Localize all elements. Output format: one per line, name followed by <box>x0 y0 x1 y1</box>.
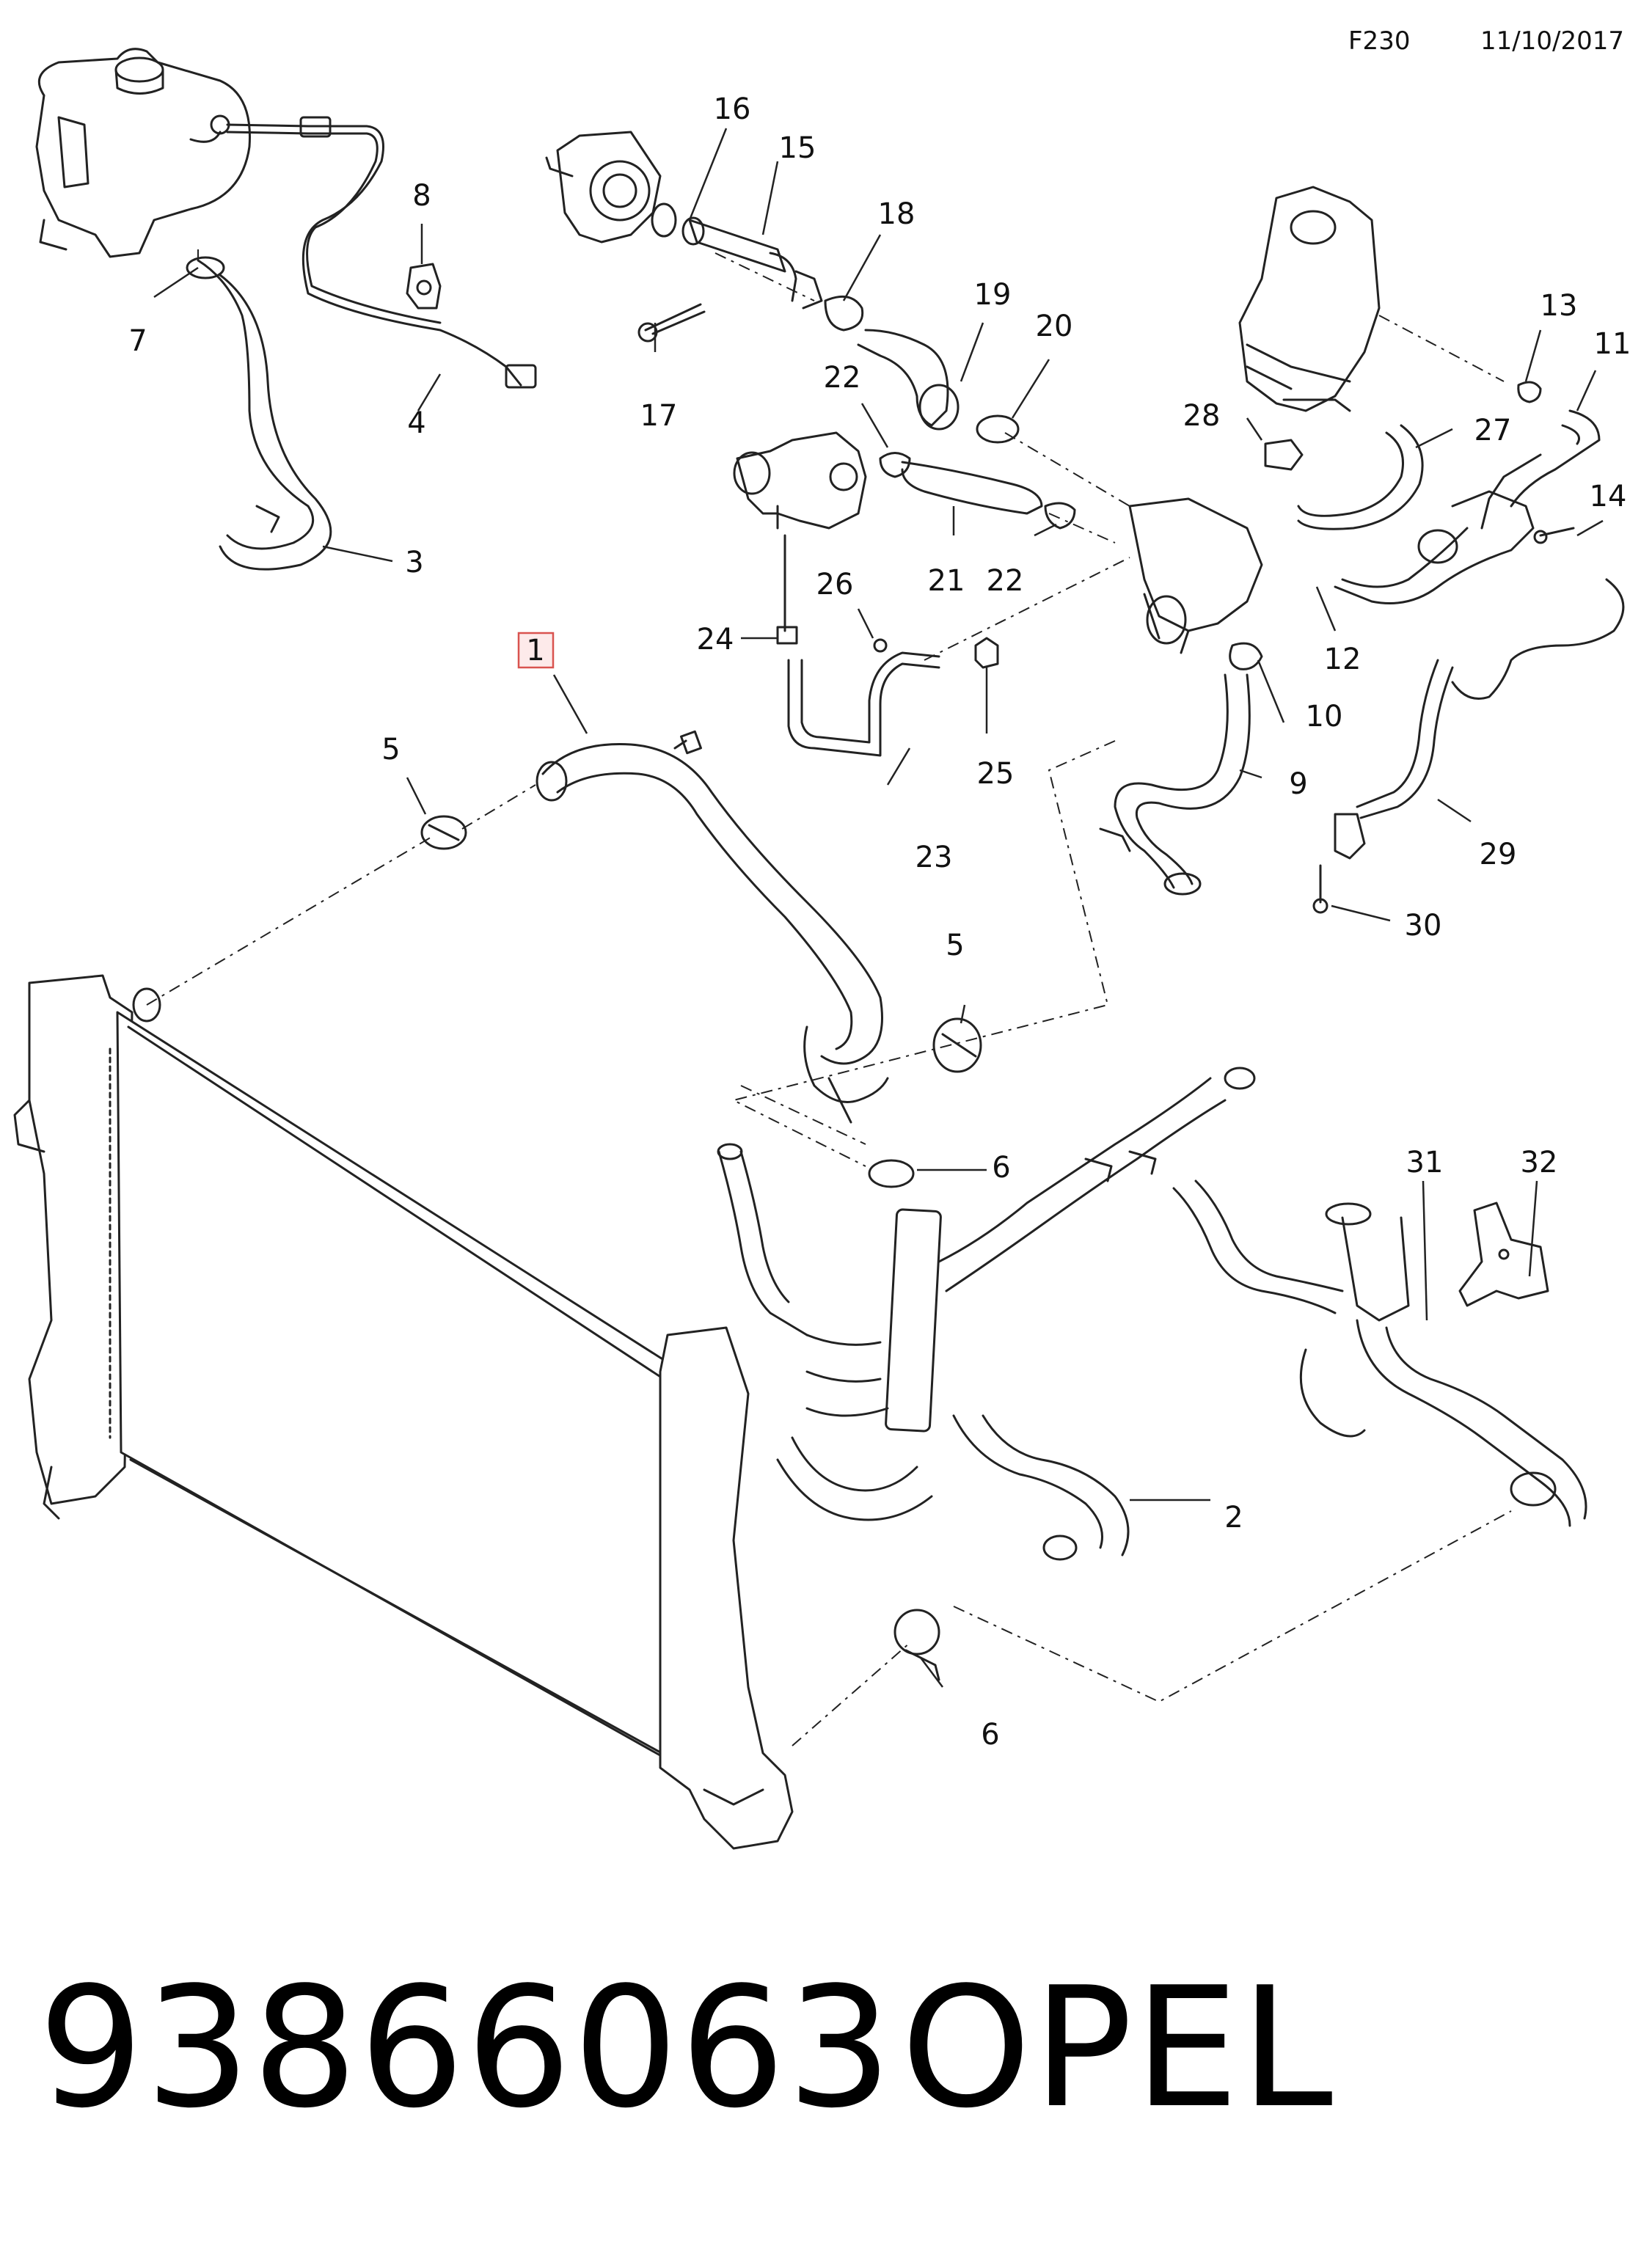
callout-17: 17 <box>640 399 678 433</box>
callout-5-lower: 5 <box>946 929 964 962</box>
clip-25 <box>974 637 999 669</box>
callout-25: 25 <box>977 757 1015 791</box>
clamp-5-upper-band <box>428 824 460 841</box>
bracket-32 <box>1458 1201 1549 1307</box>
hose-1 <box>536 730 889 1124</box>
callout-10: 10 <box>1306 700 1343 734</box>
callout-20: 20 <box>1036 310 1073 343</box>
hose-3 <box>186 256 332 571</box>
callout-6-lower: 6 <box>981 1718 999 1752</box>
callout-31: 31 <box>1406 1146 1444 1179</box>
coolant-expansion-tank <box>35 48 251 258</box>
bolt-17 <box>637 303 706 343</box>
clip-8 <box>406 263 442 310</box>
callout-1-highlight <box>517 632 555 669</box>
clamp-20 <box>976 414 1020 444</box>
callout-22-upper: 22 <box>824 361 861 395</box>
water-pump <box>545 131 662 244</box>
callout-32: 32 <box>1521 1146 1558 1179</box>
hose-27 <box>1297 424 1424 530</box>
pipe-15 <box>681 216 823 310</box>
clamp-6-lower-band <box>904 1649 940 1681</box>
clamp-5-upper <box>420 815 467 850</box>
callout-19: 19 <box>974 278 1012 312</box>
callout-21: 21 <box>928 564 965 598</box>
pipe-29 <box>1334 578 1625 860</box>
clamp-5-lower-band <box>941 1033 977 1058</box>
callout-13: 13 <box>1540 289 1578 323</box>
fitting-28 <box>1264 439 1304 471</box>
callout-7: 7 <box>128 324 147 358</box>
clamp-22a <box>879 452 911 478</box>
callout-26: 26 <box>816 568 854 601</box>
clamp-6-upper <box>868 1159 915 1188</box>
callout-3: 3 <box>405 546 423 579</box>
clamp-10 <box>1229 642 1263 670</box>
hose-31 <box>1172 1179 1587 1527</box>
bolt-14 <box>1533 527 1575 544</box>
diagram-code: F230 <box>1348 26 1411 56</box>
callout-18: 18 <box>878 197 915 231</box>
callout-leaders <box>153 128 1604 1688</box>
callout-16: 16 <box>714 92 751 126</box>
callout-12: 12 <box>1324 643 1362 676</box>
clamp-6-lower <box>893 1609 940 1656</box>
pipe-23 <box>776 534 940 757</box>
callout-8: 8 <box>412 179 431 213</box>
bolt-30 <box>1312 864 1328 914</box>
hose-21 <box>901 461 1043 515</box>
egr-cooler <box>1238 186 1381 412</box>
callout-15: 15 <box>779 131 816 165</box>
hose-11 <box>1480 409 1601 530</box>
diagram-date: 11/10/2017 <box>1480 26 1624 56</box>
clamp-18 <box>824 295 864 332</box>
hose-2 <box>717 1067 1256 1561</box>
part-number: 93866063 <box>38 1952 894 2145</box>
assembly-lines <box>146 249 1512 1746</box>
callout-30: 30 <box>1405 909 1442 943</box>
brand-name: OPEL <box>901 1952 1334 2145</box>
callout-28: 28 <box>1183 399 1221 433</box>
callout-29: 29 <box>1480 838 1517 871</box>
seal-ring-16 <box>651 202 677 238</box>
callout-9: 9 <box>1289 767 1307 801</box>
coolant-outlet-housing <box>1128 497 1263 654</box>
callout-2: 2 <box>1224 1501 1243 1534</box>
callout-5-upper: 5 <box>381 733 400 767</box>
hose-9 <box>1099 673 1251 896</box>
callout-6-upper: 6 <box>992 1151 1010 1185</box>
callout-14: 14 <box>1590 480 1627 513</box>
hose-19 <box>857 329 960 431</box>
sensor-lead-4 <box>226 116 537 389</box>
callout-11: 11 <box>1594 327 1631 361</box>
clamp-13 <box>1517 381 1542 403</box>
parts-diagram: 1 2 3 4 5 5 6 6 7 8 9 10 11 12 13 14 15 … <box>13 48 1631 1850</box>
clamp-5-lower <box>932 1017 982 1073</box>
callout-27: 27 <box>1474 414 1512 447</box>
callout-1: 1 <box>526 634 544 667</box>
callout-24: 24 <box>697 623 734 656</box>
clamp-22b <box>1044 502 1076 530</box>
callout-4: 4 <box>407 406 425 440</box>
radiator <box>13 974 794 1850</box>
callout-23: 23 <box>915 841 953 874</box>
thermostat-housing <box>733 431 867 530</box>
callout-22-lower: 22 <box>987 564 1024 598</box>
hose-12-assembly <box>1334 490 1535 604</box>
